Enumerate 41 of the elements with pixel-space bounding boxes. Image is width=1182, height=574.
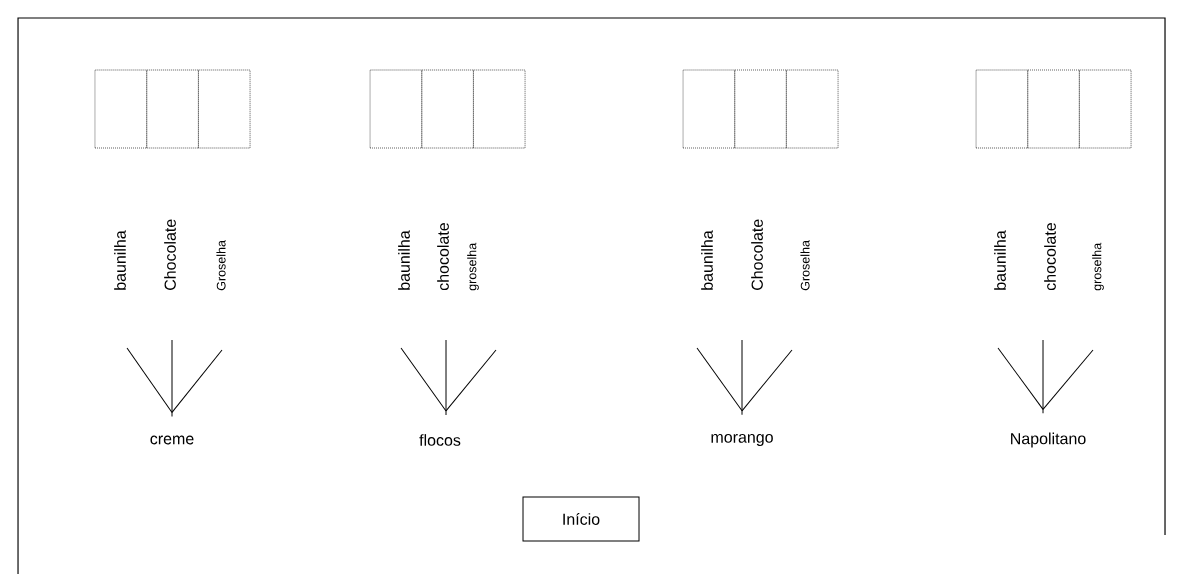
start-box: Início [522, 496, 640, 542]
flavor-label: chocolate [1044, 223, 1056, 291]
flavor-label: groselha [467, 242, 479, 291]
connector-line [400, 347, 447, 412]
connector-line [696, 347, 743, 412]
empty-box [785, 69, 839, 149]
connector-line [445, 339, 447, 416]
empty-box [369, 69, 423, 149]
connector-line [171, 339, 173, 417]
empty-box [975, 69, 1029, 149]
flavor-label: Chocolate [164, 219, 176, 290]
flavor-label: baunilha [398, 230, 410, 290]
connector-line [997, 347, 1044, 410]
flavor-label: Chocolate [751, 219, 763, 290]
flavor-label: flocos [419, 434, 461, 446]
flavor-label: creme [150, 435, 194, 445]
connector-line [126, 347, 173, 413]
empty-box [682, 69, 736, 149]
empty-box [146, 69, 199, 149]
empty-box [734, 69, 787, 149]
connector-line [1042, 339, 1044, 414]
flavor-label: Groselha [800, 240, 810, 291]
flavor-label: baunilha [701, 230, 713, 290]
empty-box [1027, 69, 1080, 149]
connector-line [445, 349, 497, 412]
flavor-label: chocolate [437, 223, 449, 291]
flavor-label: Groselha [216, 240, 226, 291]
empty-box [197, 69, 251, 149]
empty-box [421, 69, 474, 149]
connector-line [741, 339, 743, 416]
empty-box [94, 69, 148, 149]
flavor-label: baunilha [994, 230, 1006, 290]
flavor-label: groselha [1092, 242, 1104, 291]
flavor-label: Napolitano [1011, 432, 1086, 448]
empty-box [472, 69, 526, 149]
connector-line [1042, 349, 1094, 410]
flavor-label: baunilha [114, 230, 126, 290]
empty-box [1078, 69, 1132, 149]
connector-line [741, 349, 793, 412]
connector-line [171, 349, 223, 413]
flavor-label: morango [711, 434, 773, 446]
